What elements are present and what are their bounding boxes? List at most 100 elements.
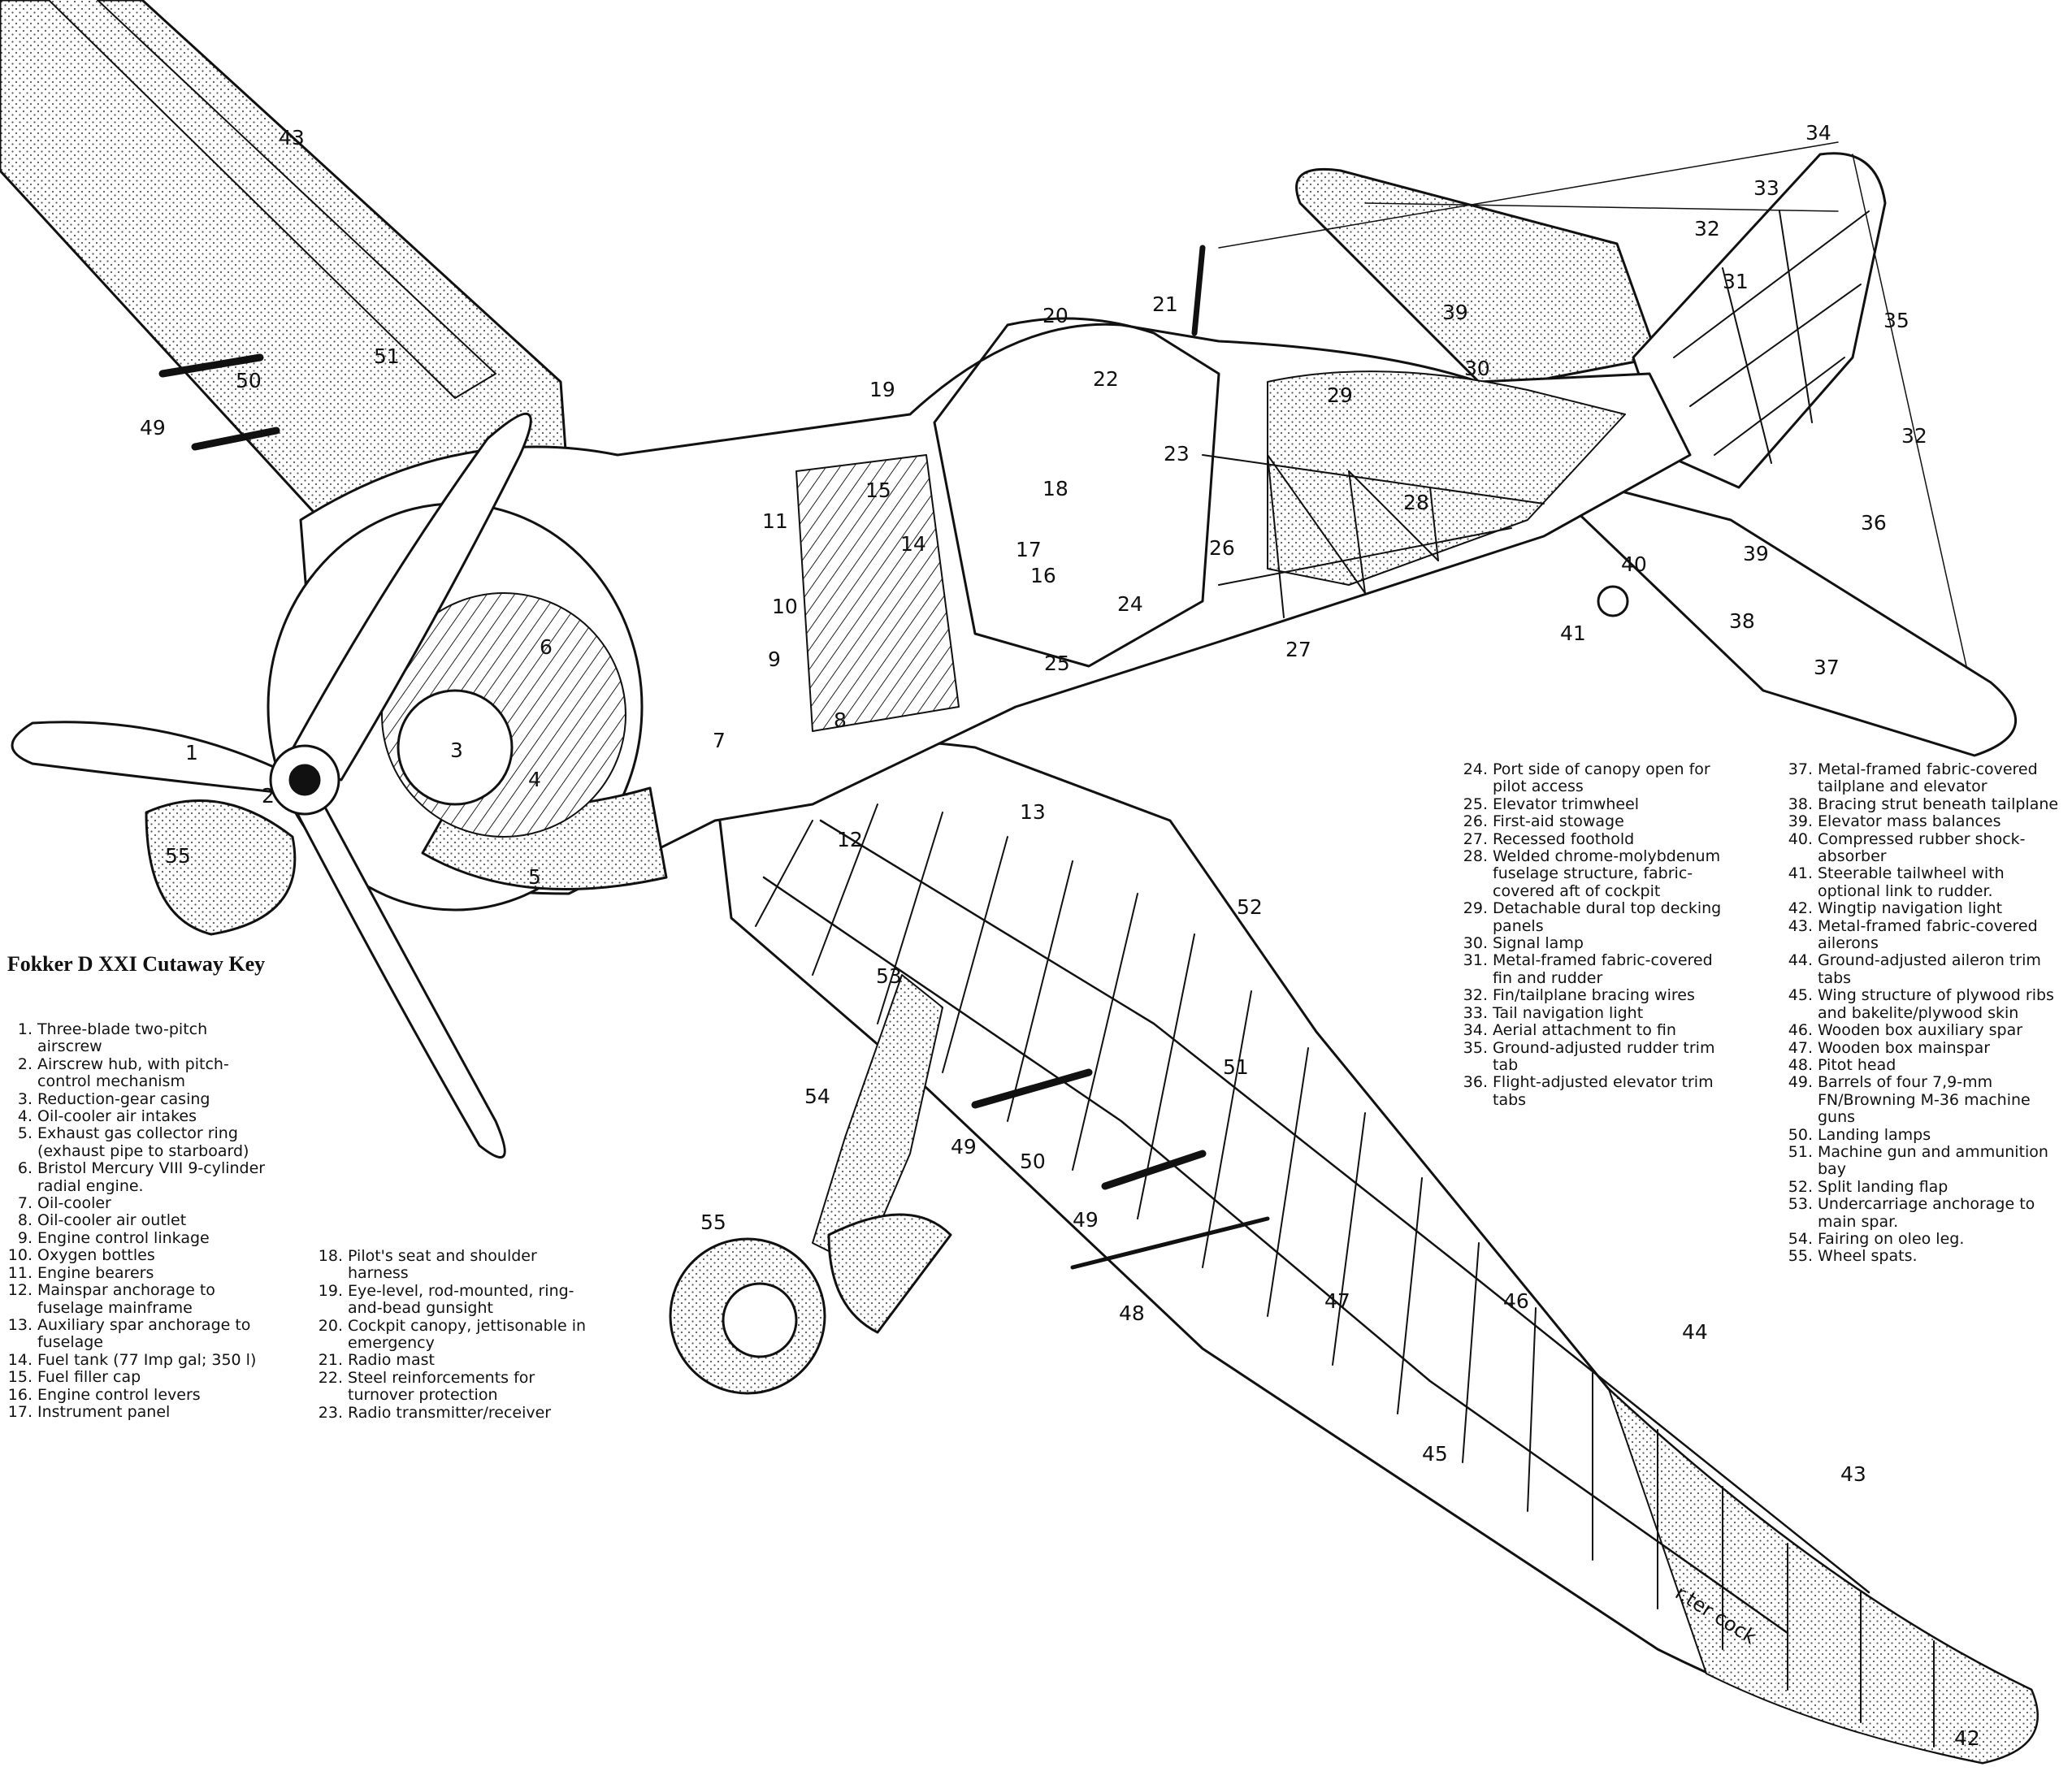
key-item: 27.Recessed foothold — [1460, 829, 1736, 848]
reduction-gear-casing — [397, 689, 514, 806]
callout-22: 22 — [1093, 367, 1119, 391]
key-item: 3.Reduction-gear casing — [5, 1090, 273, 1108]
callout-32-upper: 32 — [1694, 217, 1720, 240]
main-spar — [762, 876, 1789, 1635]
key-item: 28.Welded chrome-molybdenum fuselage str… — [1460, 847, 1736, 900]
fuel-tank — [795, 454, 960, 732]
key-item-text: Engine control levers — [37, 1385, 201, 1404]
propeller-blade-upper — [283, 412, 532, 782]
key-item-number: 26. — [1463, 812, 1488, 831]
key-item: 34.Aerial attachment to fin — [1460, 1021, 1736, 1040]
key-item-number: 22. — [318, 1368, 343, 1387]
key-item-text: Welded chrome-molybdenum fuselage struct… — [1493, 847, 1721, 900]
port-tailplane — [1295, 167, 1659, 392]
propeller-blade-left — [11, 721, 286, 794]
airscrew-spinner — [288, 764, 321, 796]
key-item-text: Exhaust gas collector ring (exhaust pipe… — [37, 1124, 249, 1160]
key-item-number: 42. — [1788, 899, 1813, 918]
fuselage-truss — [1202, 454, 1545, 618]
key-item-text: Wooden box auxiliary spar — [1818, 1021, 2023, 1040]
key-item: 51.Machine gun and ammunition bay — [1785, 1142, 2065, 1179]
callout-43-port: 43 — [279, 126, 305, 149]
callout-12: 12 — [837, 828, 863, 851]
callout-53: 53 — [876, 964, 902, 988]
key-item: 54.Fairing on oleo leg. — [1785, 1230, 2065, 1248]
main-wheel-hub — [722, 1282, 798, 1358]
key-item-text: Eye-level, rod-mounted, ring-and-bead gu… — [348, 1281, 574, 1318]
key-item: 41.Steerable tailwheel with optional lin… — [1785, 865, 2065, 900]
fin-rudder — [1632, 152, 1887, 489]
key-item-text: Wing structure of plywood ribs and bakel… — [1818, 986, 2054, 1022]
key-item: 52.Split landing flap — [1785, 1177, 2065, 1196]
key-item: 32.Fin/tailplane bracing wires — [1460, 986, 1736, 1005]
key-item: 10.Oxygen bottles — [5, 1246, 273, 1264]
key-item-number: 9. — [17, 1228, 33, 1247]
key-item: 53.Undercarriage anchorage to main spar. — [1785, 1195, 2065, 1231]
callout-50-port: 50 — [236, 369, 262, 392]
callout-3: 3 — [450, 738, 463, 762]
key-item-number: 44. — [1788, 951, 1813, 970]
key-item: 2.Airscrew hub, with pitch-control mecha… — [5, 1055, 273, 1091]
key-item-text: Tail navigation light — [1493, 1003, 1644, 1022]
key-item-number: 45. — [1788, 986, 1813, 1005]
key-item-text: Instrument panel — [37, 1402, 171, 1421]
callout-29: 29 — [1327, 383, 1353, 407]
callout-4: 4 — [528, 768, 541, 791]
key-item: 31.Metal-framed fabric-covered fin and r… — [1460, 952, 1736, 987]
key-item: 48.Pitot head — [1785, 1056, 2065, 1074]
callout-39-lower: 39 — [1743, 542, 1769, 565]
key-item-number: 11. — [7, 1263, 33, 1282]
callout-54: 54 — [804, 1085, 830, 1108]
key-item: 44.Ground-adjusted aileron trim tabs — [1785, 952, 2065, 987]
key-item-number: 18. — [318, 1247, 343, 1265]
key-item: 38.Bracing strut beneath tailplane — [1785, 795, 2065, 813]
key-item-text: Mainspar anchorage to fuselage mainframe — [37, 1281, 215, 1317]
key-item: 36.Flight-adjusted elevator trim tabs — [1460, 1073, 1736, 1109]
callout-30: 30 — [1464, 357, 1490, 380]
key-item: 12.Mainspar anchorage to fuselage mainfr… — [5, 1281, 273, 1317]
key-item-number: 25. — [1463, 795, 1488, 813]
key-item-text: Recessed foothold — [1493, 829, 1635, 848]
wheel-spat — [827, 1213, 952, 1334]
key-item-number: 13. — [7, 1315, 33, 1334]
callout-26: 26 — [1209, 536, 1235, 560]
key-item: 49.Barrels of four 7,9-mm FN/Browning M-… — [1785, 1073, 2065, 1126]
port-wheel-spat — [145, 799, 297, 936]
key-item-number: 32. — [1463, 986, 1488, 1005]
key-item: 18.Pilot's seat and shoulder harness — [315, 1247, 596, 1283]
key-item: 37.Metal-framed fabric-covered tailplane… — [1785, 760, 2065, 796]
key-item-number: 55. — [1788, 1247, 1813, 1266]
callout-32-lower: 32 — [1901, 424, 1927, 448]
key-item: 39.Elevator mass balances — [1785, 812, 2065, 830]
callout-36: 36 — [1861, 511, 1887, 535]
key-item-number: 4. — [17, 1107, 33, 1126]
key-item: 16.Engine control levers — [5, 1385, 273, 1404]
callout-43-starboard: 43 — [1840, 1462, 1866, 1486]
key-item: 47.Wooden box mainspar — [1785, 1039, 2065, 1057]
callout-27: 27 — [1285, 638, 1311, 661]
callout-49-wing-1: 49 — [951, 1135, 977, 1159]
key-item-number: 41. — [1788, 864, 1813, 883]
key-item-number: 51. — [1788, 1142, 1813, 1161]
key-item-text: Airscrew hub, with pitch-control mechani… — [37, 1055, 229, 1091]
key-item: 6.Bristol Mercury VIII 9-cylinder radial… — [5, 1159, 273, 1195]
key-item-number: 34. — [1463, 1021, 1488, 1040]
key-item-text: Split landing flap — [1818, 1177, 1948, 1196]
key-item-text: Fuel tank (77 Imp gal; 350 l) — [37, 1350, 257, 1369]
fin-frame — [1673, 210, 1870, 464]
callout-13: 13 — [1020, 800, 1046, 824]
callout-37: 37 — [1814, 656, 1840, 679]
key-item-text: Three-blade two-pitch airscrew — [37, 1020, 208, 1056]
key-item-text: Engine control linkage — [37, 1228, 210, 1247]
callout-16: 16 — [1030, 564, 1056, 587]
callout-1: 1 — [185, 741, 198, 764]
key-item-text: Elevator trimwheel — [1493, 795, 1640, 813]
callout-55-port: 55 — [165, 844, 191, 868]
key-item-number: 1. — [17, 1020, 33, 1038]
canopy-frame — [933, 317, 1220, 668]
key-item: 23.Radio transmitter/receiver — [315, 1404, 596, 1422]
callout-19: 19 — [869, 378, 895, 401]
key-item-text: Oil-cooler — [37, 1194, 111, 1213]
key-item: 21.Radio mast — [315, 1352, 596, 1370]
